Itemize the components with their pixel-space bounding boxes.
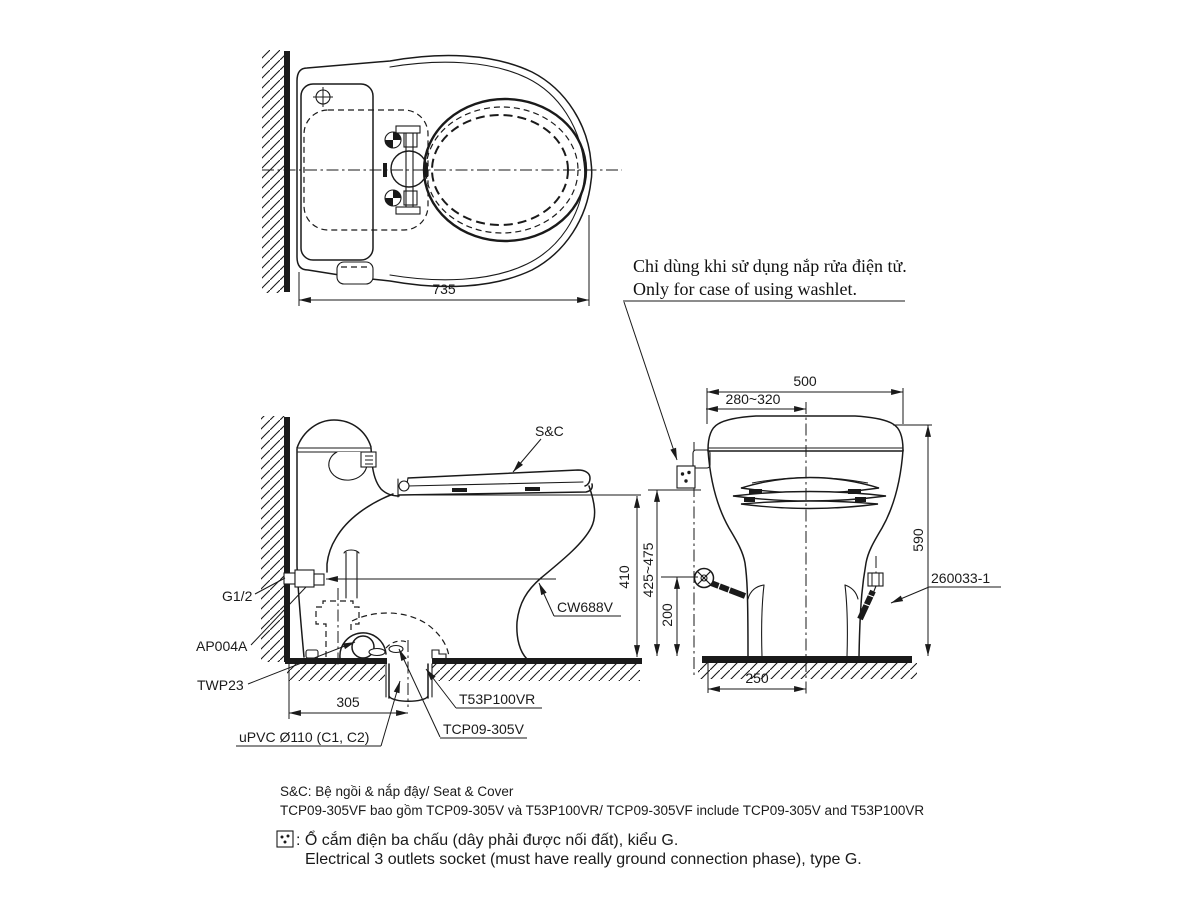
hinge-bolt-top [384, 131, 402, 149]
bolt-hole-symbol [313, 87, 333, 107]
bowl-rear-profile [516, 485, 596, 660]
wall-line-top-view [284, 51, 290, 292]
dimension-425-475: 425~475 [640, 489, 701, 657]
label-260033-1: 260033-1 [931, 570, 990, 586]
hinge-tick-3 [744, 497, 755, 502]
hinge-bolt-bottom [384, 189, 402, 207]
footnote-socket-en: Electrical 3 outlets socket (must have r… [305, 851, 862, 868]
wall-hatch-top-view [262, 50, 286, 293]
toilet-front-silhouette [707, 449, 904, 658]
dimension-735: 735 [298, 215, 590, 306]
side-view: S&C G1/2 AP004A TWP23 CW688V T53P100VR T… [196, 416, 642, 747]
label-upvc-group: uPVC Ø110 (C1, C2) [236, 680, 401, 747]
dimension-250: 250 [707, 660, 807, 693]
label-ap004a: AP004A [196, 638, 248, 654]
floor-line-left [285, 658, 387, 664]
leader-ap004a [250, 586, 307, 646]
label-260033-1-group: 260033-1 [890, 570, 1001, 604]
stop-valve-front [693, 567, 747, 599]
dim-590-label: 590 [910, 528, 926, 552]
dim-200-label: 200 [659, 603, 675, 627]
wall-line-side-view [284, 417, 290, 662]
flush-handle-side [328, 451, 368, 481]
leader-seat-cover [512, 438, 542, 473]
dim-305-label: 305 [336, 694, 360, 710]
label-cw688v-group: CW688V [538, 582, 621, 617]
electrical-socket-icon [676, 465, 696, 489]
dimension-200: 200 [659, 576, 698, 657]
footnotes: S&C: Bệ ngồi & nắp đậy/ Seat & Cover TCP… [276, 784, 924, 868]
label-upvc: uPVC Ø110 (C1, C2) [239, 729, 369, 745]
label-tcp09-305v-group: TCP09-305V [398, 648, 527, 739]
label-seat-cover: S&C [535, 423, 564, 439]
note-leader-to-socket [623, 301, 678, 461]
label-tcp09-305v: TCP09-305V [443, 721, 525, 737]
floor-line-front [702, 656, 912, 663]
dim-280-320-label: 280~320 [726, 391, 781, 407]
seat-hinge-hardware [383, 125, 428, 215]
label-cw688v: CW688V [557, 599, 614, 615]
dimension-305: 305 [288, 664, 409, 719]
flange-teeth [431, 649, 447, 659]
note-vietnamese: Chỉ dùng khi sử dụng nắp rửa điện tử. [633, 256, 907, 276]
tank-top-view [300, 83, 374, 261]
dimension-590: 590 [893, 424, 932, 657]
supply-valve [283, 569, 556, 588]
footnote-seat-cover: S&C: Bệ ngồi & nắp đậy/ Seat & Cover [280, 784, 514, 799]
inlet-stem [343, 549, 360, 599]
washlet-note: Chỉ dùng khi sử dụng nắp rửa điện tử. On… [623, 256, 907, 461]
washlet-hidden-outline [303, 109, 429, 231]
top-view: 735 [262, 50, 622, 306]
dim-425-475-label: 425~475 [640, 542, 656, 597]
wall-hatch-side-view [261, 416, 285, 662]
hose-fitting-front [857, 556, 884, 621]
hinge-tick-1 [749, 489, 762, 494]
seat-hinge-side [398, 480, 410, 492]
hinge-tick-4 [855, 497, 866, 502]
leader-twp23 [247, 641, 356, 685]
label-twp23: TWP23 [197, 677, 244, 693]
seat-bumper-2 [525, 487, 540, 491]
seat-and-cover-side [397, 469, 593, 498]
dim-410-label: 410 [616, 565, 632, 589]
seat-and-cover-front [732, 476, 887, 510]
dim-500-label: 500 [793, 373, 817, 389]
centerline-tick-right [424, 163, 428, 177]
floor-hatch-front [698, 663, 917, 679]
label-t53p100vr-group: T53P100VR [425, 668, 542, 709]
flush-handle-top-view [336, 261, 374, 285]
bowl-underside [326, 493, 394, 573]
seat-bumper-1 [452, 488, 467, 492]
dimension-410: 410 [616, 495, 640, 658]
label-g12: G1/2 [222, 588, 253, 604]
front-view: 500 280~320 590 425~475 200 250 260 [640, 373, 1001, 694]
dimension-280-320: 280~320 [705, 391, 807, 412]
floor-hatch-left [287, 664, 385, 681]
seat-mid-hidden-ring [425, 106, 579, 234]
note-english: Only for case of using washlet. [633, 279, 857, 299]
hinge-tick-2 [848, 489, 861, 494]
cord-tab [692, 449, 711, 469]
floor-line-right [432, 658, 642, 664]
dim-250-label: 250 [745, 670, 769, 686]
floor-hatch-right [432, 664, 640, 681]
leader-g12 [254, 577, 286, 595]
label-t53p100vr: T53P100VR [459, 691, 535, 707]
trap-internals [305, 588, 450, 665]
dim-735-label: 735 [432, 281, 456, 297]
socket-legend-icon [276, 830, 294, 848]
footnote-package: TCP09-305VF bao gồm TCP09-305V và T53P10… [280, 803, 924, 818]
footnote-socket-vi: : Ổ cắm điện ba chấu (dây phải được nối … [296, 830, 678, 849]
toilet-side-profile [296, 419, 596, 660]
